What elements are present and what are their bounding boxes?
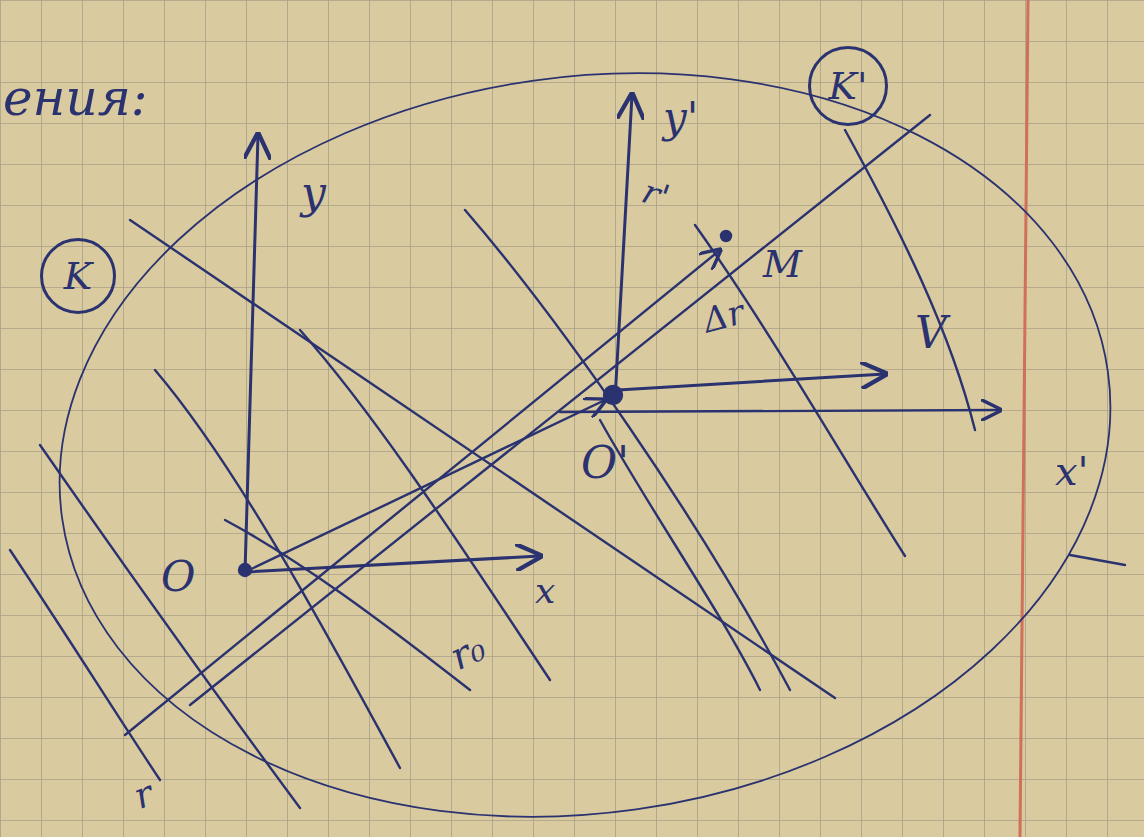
axis-label: O' [578, 440, 632, 486]
axis-label: x' [1052, 450, 1092, 492]
guide-line [190, 115, 930, 705]
radius-vector [125, 250, 720, 735]
scribble [695, 225, 905, 556]
scribble [225, 520, 470, 690]
axis-label: V [912, 310, 950, 356]
scribble [155, 370, 400, 768]
frame-name: K' [829, 67, 868, 105]
axis-label: ения: [0, 72, 151, 124]
scribble [130, 220, 835, 698]
axis-label: O [158, 555, 198, 599]
x-prime-axis [560, 410, 1000, 412]
axis-label: y' [660, 96, 701, 140]
axis-label: M [760, 244, 805, 284]
point-m [721, 231, 731, 241]
frame-circle: K' [808, 46, 888, 126]
scribble [10, 550, 160, 780]
scribble [40, 445, 300, 808]
scribble [1070, 555, 1125, 565]
frame-name: K [64, 257, 92, 295]
axis-label: x [532, 572, 558, 610]
origin-shift-vector [245, 400, 605, 572]
frame-circle: K [40, 238, 116, 314]
scribble [845, 130, 975, 430]
region-ellipse [11, 7, 1144, 837]
scribble [300, 330, 550, 680]
scribble [465, 210, 790, 690]
axis-label: y [298, 170, 329, 216]
margin-line [1020, 0, 1028, 837]
velocity-vector [618, 374, 885, 390]
